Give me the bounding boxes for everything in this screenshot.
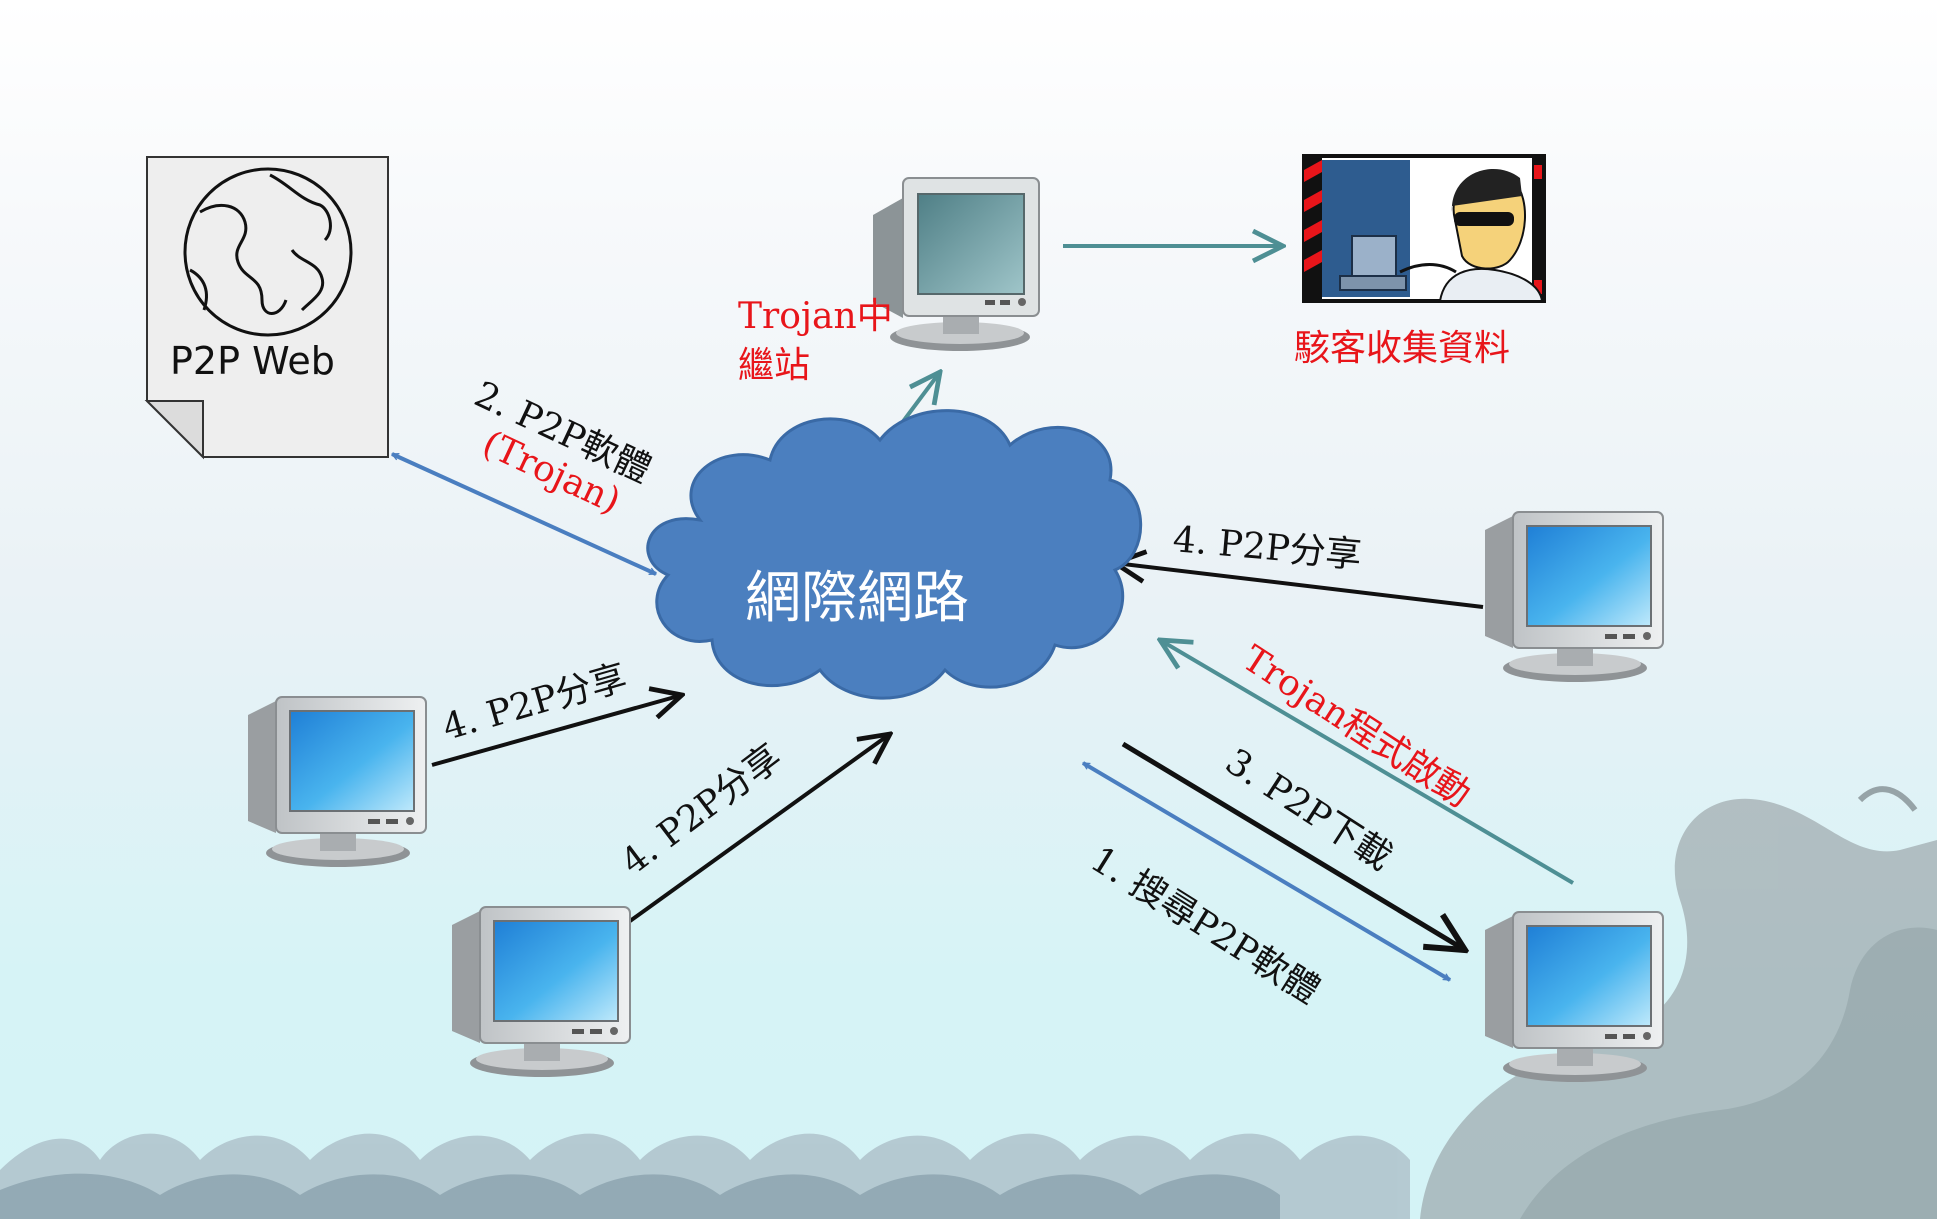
hacker-figure (1399, 168, 1544, 302)
p2p-web-label: P2P Web (170, 339, 335, 383)
edge-download-software (392, 452, 656, 576)
relay-label-line2: 繼站 (738, 345, 810, 386)
share-right-label: 4. P2P分享 (1171, 519, 1363, 576)
relay-computer (873, 177, 1040, 351)
edge-share-bottom (628, 734, 890, 923)
relay-label-line1: Trojan中 (738, 296, 893, 337)
peer-computer-right (1484, 511, 1664, 683)
computer-icon (1339, 235, 1407, 291)
peer-computer-bottom (451, 906, 631, 1078)
search-software-label: 1. 搜尋P2P軟體 (1083, 839, 1326, 1012)
globe-icon (183, 167, 353, 337)
wave-decoration (0, 1133, 1410, 1219)
dragon-decoration (1420, 786, 1937, 1219)
edge-share-left (431, 695, 682, 767)
internet-label: 網際網路 (745, 566, 969, 631)
hacker-label: 駭客收集資料 (1294, 328, 1510, 369)
hacker-image (1302, 154, 1546, 303)
edge-share-right (1115, 563, 1484, 609)
edge-search-software (1083, 761, 1450, 982)
p2p-web-node: P2P Web (144, 156, 389, 460)
share-bottom-label: 4. P2P分享 (614, 737, 790, 884)
peer-computer-left (247, 696, 427, 868)
hazard-stripes (1304, 156, 1544, 301)
edge-trojan-start (1160, 640, 1575, 885)
internet-cloud: 網際網路 (646, 409, 1143, 700)
